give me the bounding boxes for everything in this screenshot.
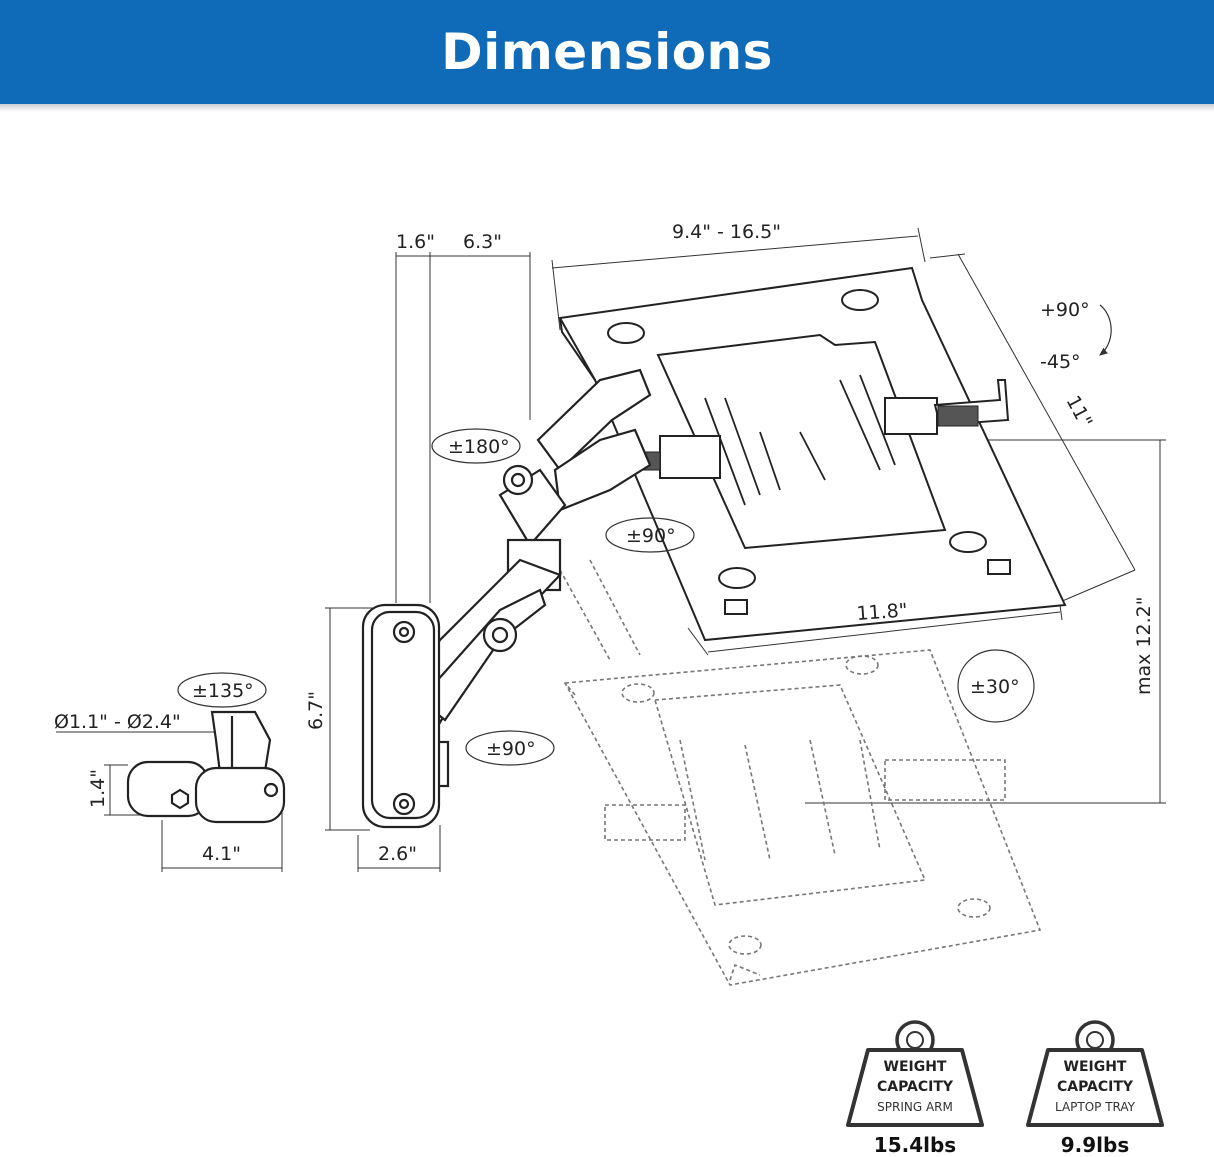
dimension-lines	[56, 227, 1166, 872]
banner-shadow	[0, 104, 1214, 112]
weight-badge-laptop-tray: WEIGHT CAPACITY LAPTOP TRAY 9.9lbs	[1026, 1020, 1164, 1157]
weight-line1-arm: WEIGHT	[884, 1059, 947, 1075]
weight-line2-arm: CAPACITY	[877, 1079, 954, 1095]
weight-line1-tray: WEIGHT	[1064, 1059, 1127, 1075]
angle-labels	[177, 304, 1112, 766]
weight-line2-tray: CAPACITY	[1057, 1079, 1134, 1095]
ghost-tray	[559, 559, 1042, 986]
label-wall-plate-width: 2.6"	[378, 843, 417, 865]
pole-clamp	[126, 710, 286, 824]
label-clamp-width: 4.1"	[202, 843, 241, 865]
label-tray-front-width: 11.8"	[856, 599, 908, 625]
label-tilt-up: +90°	[1040, 299, 1090, 321]
header-banner: Dimensions	[0, 0, 1214, 104]
label-clamp-diameter: Ø1.1" - Ø2.4"	[54, 711, 181, 733]
weight-value-arm: 15.4lbs	[874, 1133, 956, 1157]
label-wall-plate-height: 6.7"	[305, 691, 327, 730]
label-swivel-base: ±90°	[486, 738, 536, 760]
label-swivel-tray: ±90°	[626, 525, 676, 547]
weight-sub-tray: LAPTOP TRAY	[1055, 1100, 1136, 1114]
label-swivel-arm: ±180°	[448, 436, 510, 458]
page-title: Dimensions	[441, 23, 773, 81]
label-arm-reach: 6.3"	[463, 231, 502, 253]
wall-plate	[361, 603, 441, 829]
label-tray-width: 9.4" - 16.5"	[672, 221, 781, 243]
angle-texts: +90° -45° ±180° ±90° ±30° ±135° ±90°	[192, 299, 1090, 760]
label-tilt-down: -45°	[1040, 351, 1081, 373]
laptop-tray	[558, 266, 1067, 642]
label-max-height: max 12.2"	[1133, 597, 1155, 695]
label-swivel-clamp: ±135°	[192, 680, 254, 702]
dimension-labels: 1.6" 6.3" 9.4" - 16.5" 11" 11.8" max 12.…	[54, 221, 1155, 865]
label-tray-depth: 11"	[1062, 392, 1097, 431]
weight-sub-arm: SPRING ARM	[877, 1100, 953, 1114]
label-rotate-tray: ±30°	[970, 676, 1020, 698]
weight-value-tray: 9.9lbs	[1061, 1133, 1130, 1157]
label-clamp-height: 1.4"	[87, 769, 109, 808]
label-arm-offset: 1.6"	[396, 231, 435, 253]
weight-badge-spring-arm: WEIGHT CAPACITY SPRING ARM 15.4lbs	[846, 1020, 984, 1157]
